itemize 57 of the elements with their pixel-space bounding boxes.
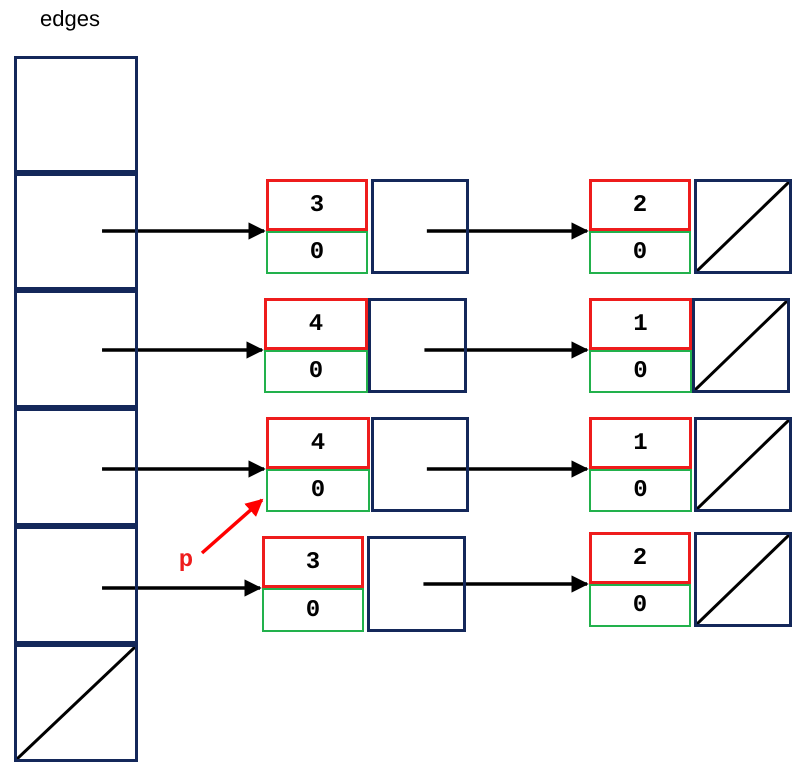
arrow xyxy=(426,460,589,478)
pointer-box xyxy=(371,179,469,274)
vertex-number: 1 xyxy=(633,430,648,456)
weight-number: 0 xyxy=(310,477,326,504)
arrow xyxy=(102,341,264,359)
weight-field xyxy=(589,584,691,627)
vertex-number: 4 xyxy=(308,310,324,338)
weight-number: 0 xyxy=(310,239,324,266)
arrow xyxy=(423,575,589,593)
pointer-box xyxy=(367,536,466,632)
array-cell xyxy=(14,526,138,644)
vertex-field xyxy=(589,179,691,231)
weight-number: 0 xyxy=(633,477,648,504)
pointer-box xyxy=(371,417,469,512)
weight-number: 0 xyxy=(632,239,648,266)
vertex-number: 3 xyxy=(310,192,324,218)
weight-field xyxy=(266,231,368,274)
arrow xyxy=(102,579,262,597)
array-cell xyxy=(14,56,138,173)
weight-field xyxy=(589,469,692,512)
null-pointer-box xyxy=(694,417,792,512)
arrow xyxy=(200,498,264,554)
vertex-number: 1 xyxy=(633,310,648,338)
vertex-field xyxy=(266,417,370,469)
weight-field xyxy=(266,469,370,512)
arrow xyxy=(424,341,589,359)
pointer-box xyxy=(368,298,467,393)
null-pointer-box xyxy=(692,298,790,393)
weight-field xyxy=(589,231,691,274)
arrow xyxy=(426,222,589,240)
vertex-field xyxy=(589,417,692,469)
arrow xyxy=(102,222,266,240)
weight-number: 0 xyxy=(308,358,324,385)
arrow xyxy=(102,460,266,478)
pointer-name: p xyxy=(178,546,194,574)
array-cell xyxy=(14,173,138,290)
null-pointer-box xyxy=(694,179,792,274)
weight-field xyxy=(262,588,364,632)
vertex-number: 3 xyxy=(306,548,320,576)
array-heading: edges xyxy=(40,6,100,32)
weight-number: 0 xyxy=(632,592,648,619)
vertex-number: 2 xyxy=(632,544,648,572)
null-pointer-box xyxy=(694,532,792,627)
array-cell xyxy=(14,408,138,526)
weight-field xyxy=(589,350,692,393)
vertex-number: 4 xyxy=(310,430,326,456)
vertex-field xyxy=(589,532,691,584)
vertex-field xyxy=(264,298,368,350)
array-cell xyxy=(14,290,138,408)
vertex-field xyxy=(266,179,368,231)
weight-number: 0 xyxy=(633,358,648,385)
null-array-cell xyxy=(14,644,138,762)
weight-number: 0 xyxy=(306,596,320,624)
vertex-field xyxy=(589,298,692,350)
weight-field xyxy=(264,350,368,393)
vertex-field xyxy=(262,536,364,588)
vertex-number: 2 xyxy=(632,192,648,218)
